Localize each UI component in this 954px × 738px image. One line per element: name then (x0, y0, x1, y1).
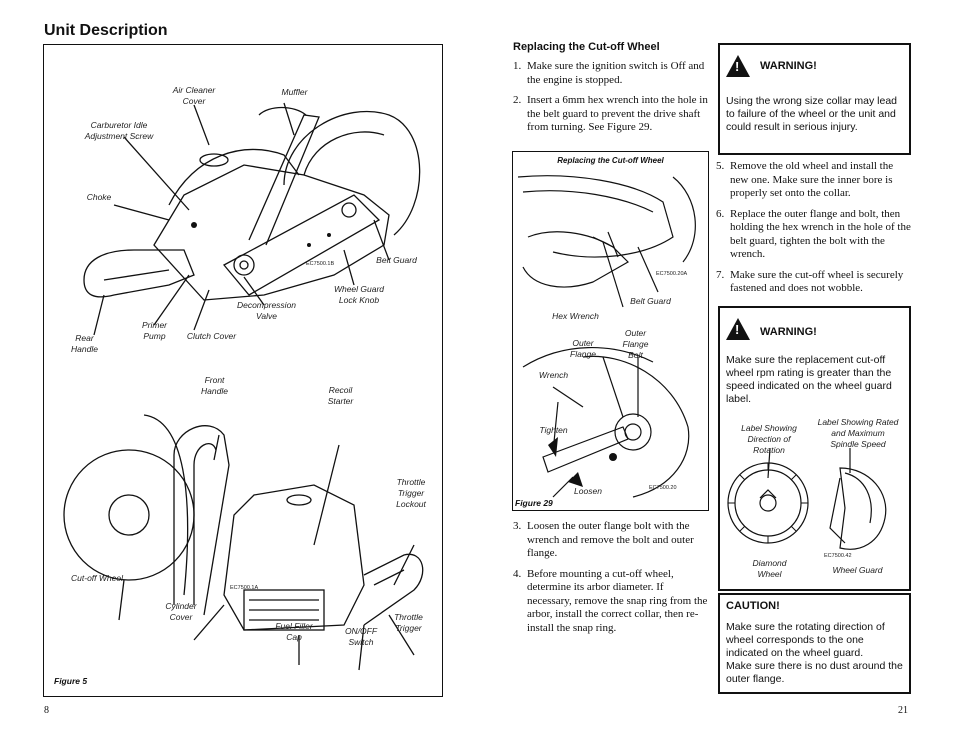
figure-code-top: EC7500.1B (306, 261, 335, 267)
warning-icon: ! (726, 55, 750, 77)
saw-top-illustration (83, 102, 421, 336)
step-1: 1.Make sure the ignition switch is Off a… (513, 60, 705, 86)
warning-title: WARNING! (760, 326, 817, 338)
label-throttle-trigger-lockout: Throttle Trigger Lockout (396, 477, 426, 509)
figure-5-caption: Figure 5 (54, 676, 88, 686)
caution-title: CAUTION! (726, 600, 780, 612)
fig29-code-top: EC7500.20A (656, 271, 688, 277)
label-direction-of-rotation: Label Showing Direction of Rotation (741, 423, 797, 455)
step-4: 4.Before mounting a cut-off wheel, deter… (513, 567, 708, 634)
section-heading: Replacing the Cut-off Wheel (513, 41, 660, 53)
figure-29-illustration (517, 175, 696, 498)
warning-title: WARNING! (760, 60, 817, 72)
fig29-label-tighten: Tighten (539, 425, 568, 435)
figure-code-bottom: EC7500.1A (230, 585, 259, 591)
wheel-figure-code: EC7500.42 (824, 553, 852, 559)
step-5: 5.Remove the old wheel and install the n… (716, 160, 894, 199)
caution-text-rotation: Make sure the rotating direction of whee… (726, 621, 885, 659)
steps-list-b: 3.Loosen the outer flange bolt with the … (513, 520, 710, 642)
step-6: 6.Replace the outer flange and bolt, the… (716, 207, 911, 261)
saw-bottom-illustration (63, 414, 424, 671)
fig29-label-wrench: Wrench (538, 370, 569, 380)
steps-list-a: 1.Make sure the ignition switch is Off a… (513, 60, 710, 142)
warning-text: Using the wrong size collar may lead to … (726, 95, 897, 133)
warning-box-rpm: ! WARNING! Make sure the replacement cut… (718, 306, 911, 591)
label-rated-spindle-speed: Label Showing Rated and Maximum Spindle … (817, 417, 899, 449)
label-diamond-wheel: Diamond Wheel (752, 558, 787, 579)
figure-29-caption: Figure 29 (515, 498, 553, 508)
label-fuel-filler-cap: Fuel Filler Cap (275, 621, 313, 642)
fig29-label-loosen: Loosen (574, 486, 602, 496)
label-wheel-guard: Wheel Guard (832, 565, 883, 575)
steps-list-c: 5.Remove the old wheel and install the n… (716, 160, 911, 303)
fig29-label-belt-guard: Belt Guard (630, 296, 671, 306)
page-number-right: 21 (898, 705, 908, 716)
warning-box-collar: ! WARNING! Using the wrong size collar m… (718, 43, 911, 155)
figure-29-title: Replacing the Cut-off Wheel (557, 156, 664, 165)
label-cutoff-wheel: Cut-off Wheel (71, 573, 123, 583)
figure-29-frame: Replacing the Cut-off Wheel (512, 151, 709, 511)
label-onoff-switch: ON/OFF Switch (344, 626, 378, 647)
caution-box: CAUTION! Make sure the rotating directio… (718, 593, 911, 694)
label-front-handle: Front Handle (201, 375, 228, 396)
step-3: 3.Loosen the outer flange bolt with the … (513, 520, 694, 559)
label-recoil-starter: Recoil Starter (327, 385, 354, 406)
fig29-label-outer-flange-bolt: Outer Flange Bolt (622, 328, 649, 360)
label-air-cleaner-cover: Air Cleaner Cover (172, 85, 216, 106)
label-muffler: Muffler (281, 87, 308, 97)
label-primer-pump: Primer Pump (141, 320, 168, 341)
warning-text: Make sure the replacement cut-off wheel … (726, 354, 892, 405)
figure-5-frame: Air Cleaner Cover Muffler Carburetor Idl… (43, 44, 443, 697)
warning-icon: ! (726, 318, 750, 340)
page-number-left: 8 (44, 705, 49, 716)
fig29-label-outer-flange: Outer Flange (570, 338, 596, 359)
label-throttle-trigger: Throttle Trigger (394, 612, 423, 633)
fig29-code-bottom: EC7500.20 (649, 485, 677, 491)
caution-text-dust: Make sure there is no dust around the ou… (726, 660, 903, 685)
label-belt-guard: Belt Guard (376, 255, 417, 265)
label-carburetor-screw: Carburetor Idle Adjustment Screw (84, 120, 154, 141)
page-title: Unit Description (44, 22, 168, 39)
label-decompression-valve: Decompression Valve (236, 300, 297, 321)
label-cylinder-cover: Cylinder Cover (165, 601, 197, 622)
wheel-label-illustration (727, 448, 887, 550)
label-rear-handle: Rear Handle (71, 333, 98, 354)
label-wheel-guard-lock-knob: Wheel Guard Lock Knob (333, 284, 385, 305)
fig29-label-hex-wrench: Hex Wrench (552, 311, 599, 321)
label-clutch-cover: Clutch Cover (186, 331, 237, 341)
label-choke: Choke (86, 192, 112, 202)
step-7: 7.Make sure the cut-off wheel is securel… (716, 268, 904, 295)
step-2: 2.Insert a 6mm hex wrench into the hole … (513, 94, 708, 133)
